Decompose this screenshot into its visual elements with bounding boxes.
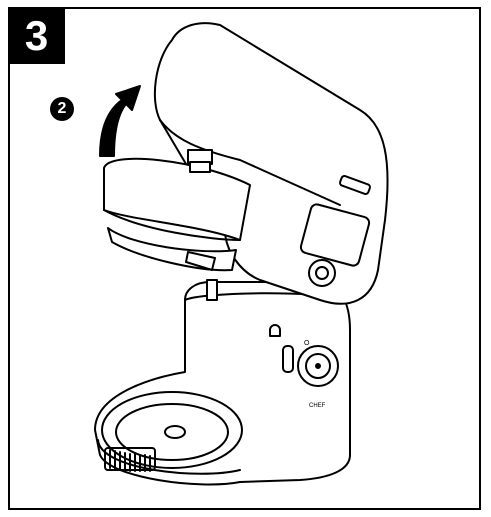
base-caption: CHEF — [309, 403, 326, 409]
hinge-post — [206, 279, 218, 301]
knob-marking-0: O — [304, 340, 310, 347]
step-number: 3 — [24, 11, 49, 59]
sub-step-badge: 2 — [50, 97, 74, 121]
side-lever — [282, 345, 294, 373]
mixer-head — [153, 22, 389, 305]
lock-icon — [269, 324, 281, 337]
bowl-seat-center — [164, 425, 186, 439]
head-speed-dial — [308, 259, 336, 287]
sub-step-number: 2 — [57, 100, 67, 117]
lid-rim — [107, 227, 237, 272]
vent-grille — [104, 447, 156, 472]
head-panel — [299, 203, 371, 267]
lift-arrow — [99, 85, 141, 157]
head-display — [339, 175, 371, 195]
diagram-frame — [8, 7, 481, 510]
step-number-badge: 3 — [8, 7, 65, 64]
splash-guard — [103, 157, 251, 241]
bowl-seat-inner — [115, 403, 229, 461]
